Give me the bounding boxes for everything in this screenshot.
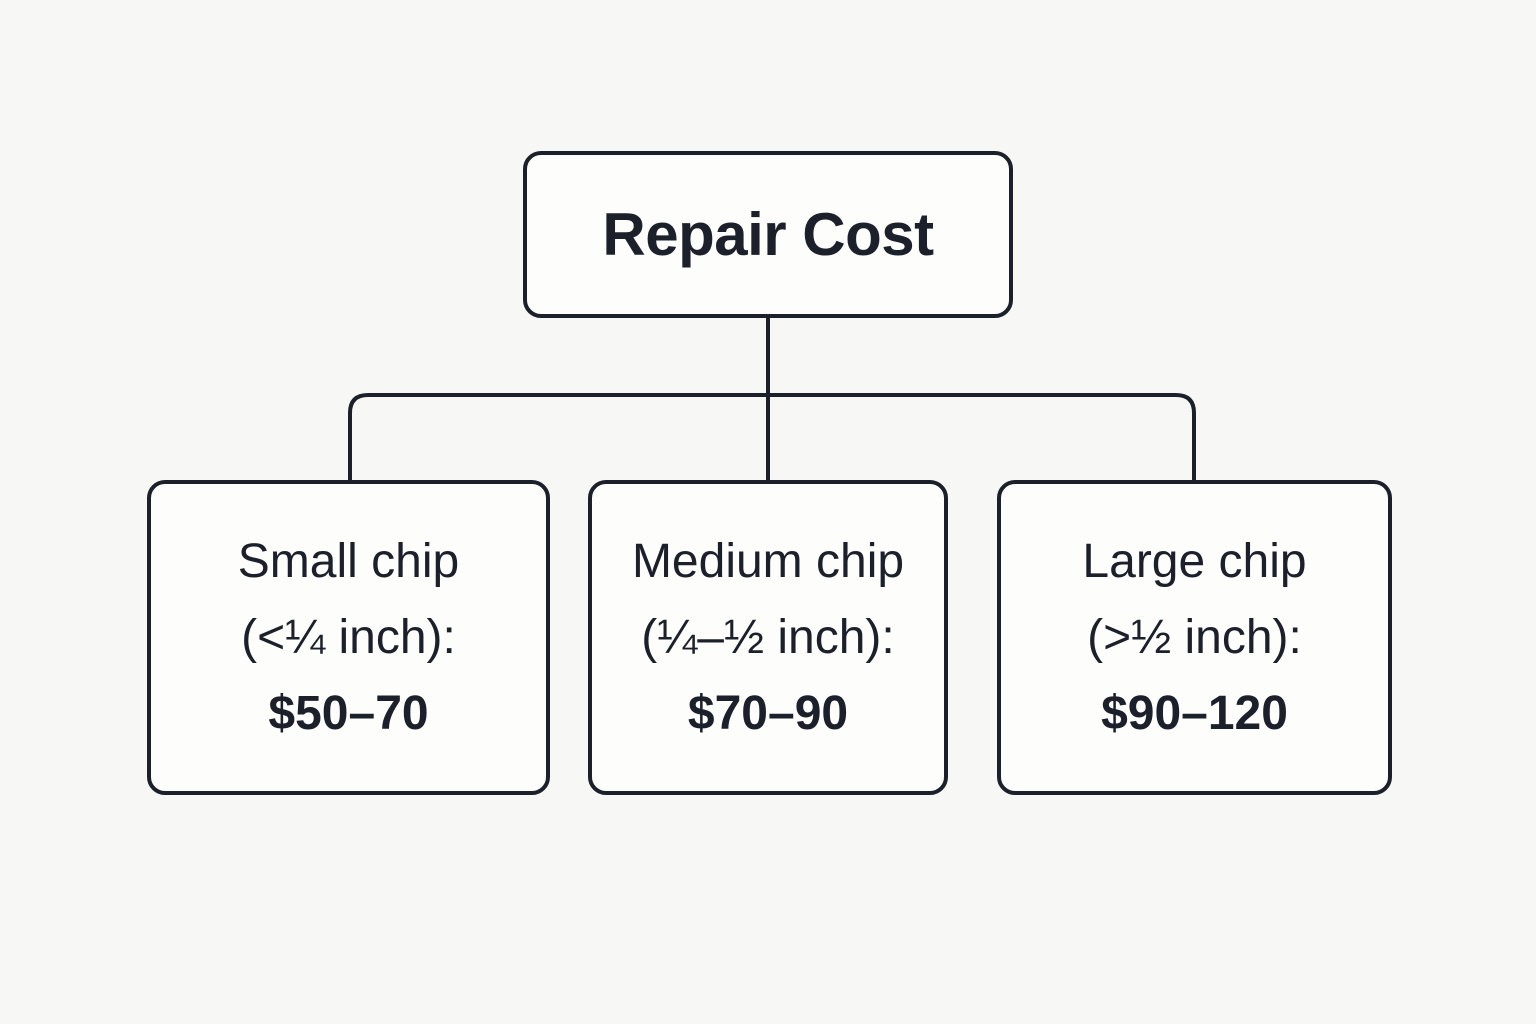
node-small-chip: Small chip (<¼ inch): $50–70 bbox=[147, 480, 550, 795]
node-small-chip-size: (<¼ inch): bbox=[241, 610, 456, 664]
node-large-chip-size: (>½ inch): bbox=[1087, 610, 1302, 664]
node-medium-chip-title: Medium chip bbox=[631, 534, 905, 588]
node-medium-chip: Medium chip (¼–½ inch): $70–90 bbox=[588, 480, 948, 795]
node-large-chip-title: Large chip bbox=[1082, 534, 1307, 588]
node-repair-cost: Repair Cost bbox=[523, 151, 1013, 318]
node-medium-chip-size: (¼–½ inch): bbox=[641, 610, 895, 664]
node-medium-chip-price: $70–90 bbox=[687, 686, 849, 740]
node-large-chip-price: $90–120 bbox=[1101, 686, 1288, 740]
node-small-chip-title: Small chip bbox=[237, 534, 460, 588]
node-large-chip: Large chip (>½ inch): $90–120 bbox=[997, 480, 1392, 795]
node-small-chip-price: $50–70 bbox=[268, 686, 429, 740]
node-repair-cost-label: Repair Cost bbox=[602, 201, 934, 268]
connector-branch-bar bbox=[348, 393, 1196, 480]
